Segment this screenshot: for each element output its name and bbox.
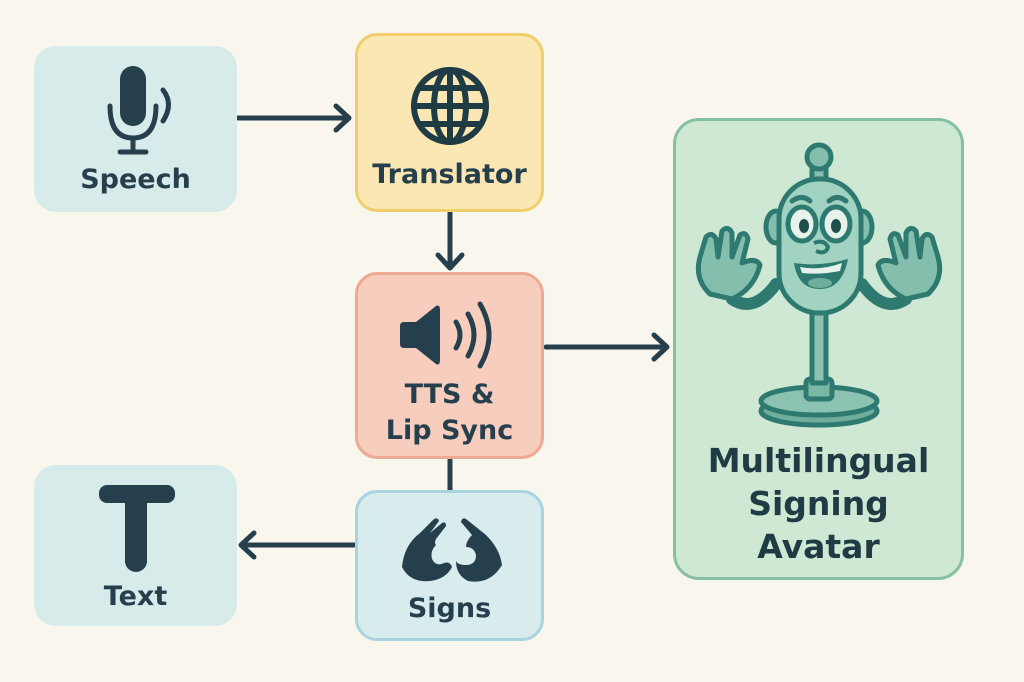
translator-node: Translator [355,33,544,212]
edge-signs-to-text [238,530,357,560]
sign-language-hands-icon [402,518,502,582]
text-t-icon [99,485,175,572]
tts-label-line2: Lip Sync [385,415,514,446]
avatar-label-line2: Signing [748,484,889,523]
edge-speech-to-translator [235,103,352,133]
speech-label: Speech [80,164,191,195]
tts-label-line1: TTS & [404,379,495,410]
speaker-icon [400,301,492,369]
multilingual-signing-avatar-node: Multilingual Signing Avatar [673,118,964,580]
speech-node: Speech [34,46,237,212]
signs-node: Signs [355,490,544,641]
translator-label: Translator [372,159,527,190]
avatar-label-line1: Multilingual [707,441,930,480]
edge-translator-to-tts [435,210,465,271]
edge-tts-to-avatar [543,332,670,362]
tts-lip-sync-node: TTS & Lip Sync [355,272,544,459]
globe-icon [411,67,489,145]
signs-label: Signs [407,593,492,624]
microphone-icon [107,66,171,155]
avatar-label-line3: Avatar [757,527,880,566]
text-label: Text [103,581,168,612]
text-node: Text [34,465,237,626]
robot-avatar-waving-icon [695,142,943,428]
